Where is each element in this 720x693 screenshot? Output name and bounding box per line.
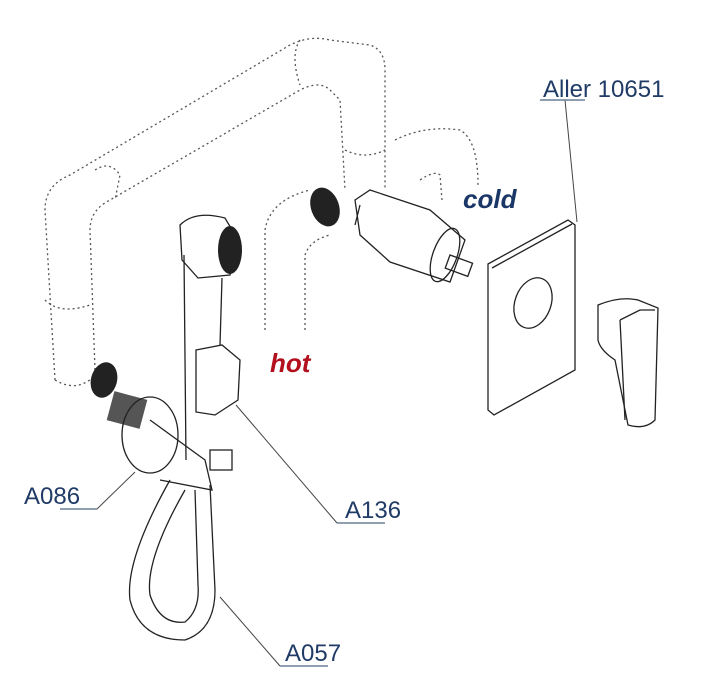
concealed-pipes — [44, 37, 479, 387]
lever-handle — [597, 298, 659, 428]
shower-hose — [128, 479, 216, 641]
hand-shower — [179, 214, 242, 461]
mixer-cartridge — [354, 189, 474, 283]
pipe-cap-left — [90, 362, 118, 398]
part-label-a136: A136 — [345, 497, 401, 524]
angle-valve — [106, 391, 233, 491]
hot-label: hot — [270, 348, 312, 378]
part-label-a086: A086 — [24, 483, 80, 510]
cold-label: cold — [463, 184, 518, 214]
part-label-a057: A057 — [285, 640, 341, 667]
leader-lines — [60, 99, 585, 667]
pipe-cap-hot — [310, 187, 340, 227]
cover-plate — [487, 219, 576, 416]
product-label: Aller 10651 — [543, 76, 664, 103]
